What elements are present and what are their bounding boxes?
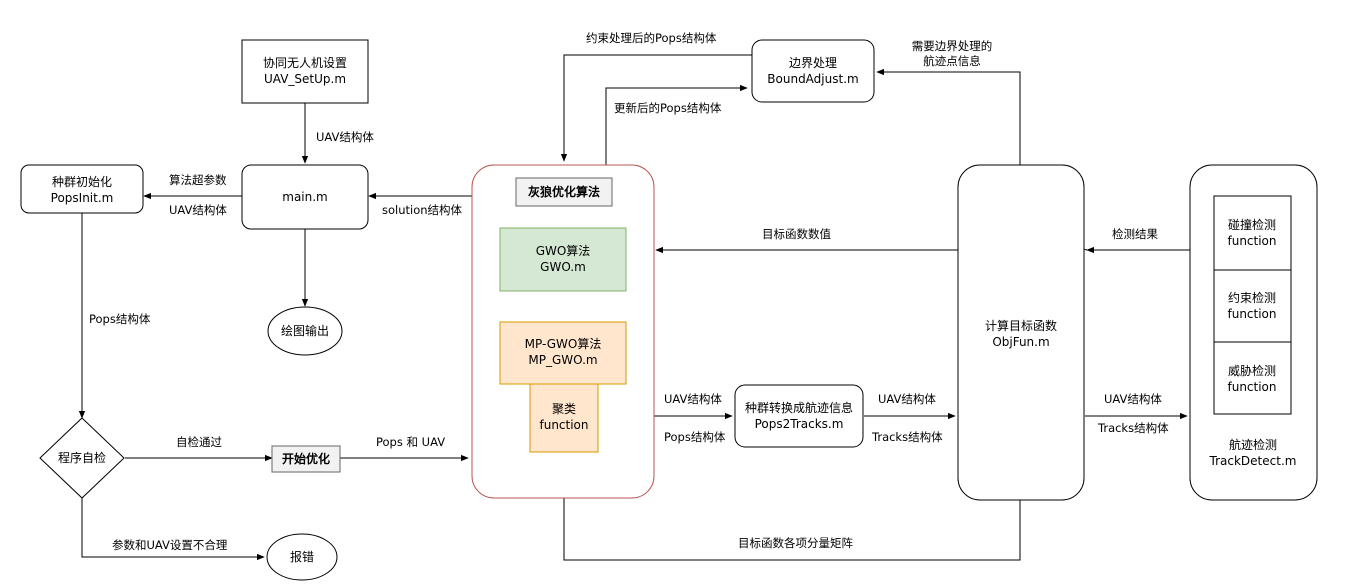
label-algo-hyperparams: 算法超参数 [169,173,227,187]
label-check-result: 检测结果 [1112,227,1158,241]
constraint-check-title: 约束检测 [1228,290,1276,305]
cluster-title: 聚类 [552,402,576,416]
label-uav-struct-main: UAV结构体 [169,203,227,217]
error-label: 报错 [290,549,314,564]
mp-gwo-title: MP-GWO算法 [525,336,602,351]
bound-adjust-title: 边界处理 [789,56,837,70]
node-gwo: GWO算法 GWO.m [499,227,627,292]
node-uav-setup: 协同无人机设置 UAV_SetUp.m [241,39,369,104]
label-uav-struct-p2t-in: UAV结构体 [664,392,722,406]
node-self-check: 程序自检 [39,417,125,499]
mp-gwo-file: MP_GWO.m [528,353,597,367]
gwo-panel-title: 灰狼优化算法 [528,184,600,199]
node-collision-check: 碰撞检测 function [1213,195,1292,271]
track-detect-file: TrackDetect.m [1209,454,1297,468]
node-cluster: 聚类 function [529,383,599,453]
label-need-bound-1: 需要边界处理的 [912,39,993,53]
label-pops-struct: Pops结构体 [89,312,151,326]
node-plot-output: 绘图输出 [267,306,343,356]
node-start-optimization: 开始优化 [271,445,341,473]
node-pops-init: 种群初始化 PopsInit.m [20,164,144,214]
label-updated-pops: 更新后的Pops结构体 [614,101,722,115]
bound-adjust-file: BoundAdjust.m [767,72,858,86]
label-obj-components: 目标函数各项分量矩阵 [738,536,853,550]
label-need-bound-2: 航迹点信息 [923,54,981,68]
node-main: main.m [241,164,369,230]
label-uav-struct-td: UAV结构体 [1104,392,1162,406]
label-param-invalid: 参数和UAV设置不合理 [112,538,228,552]
main-file: main.m [282,190,328,204]
label-pops-and-uav: Pops 和 UAV [376,435,445,449]
gwo-title: GWO算法 [536,243,591,258]
node-objfun: 计算目标函数 ObjFun.m [957,164,1085,501]
node-bound-adjust: 边界处理 BoundAdjust.m [751,39,875,103]
label-pops-struct-p2t-in: Pops结构体 [664,430,726,444]
track-detect-title: 航迹检测 [1229,437,1277,452]
node-error: 报错 [266,533,338,581]
self-check-label: 程序自检 [58,450,106,465]
plot-output-label: 绘图输出 [281,323,329,338]
label-constrained-pops: 约束处理后的Pops结构体 [586,31,717,45]
objfun-file: ObjFun.m [992,335,1049,349]
node-mp-gwo: MP-GWO算法 MP_GWO.m [499,321,627,385]
start-optimization-label: 开始优化 [282,451,330,466]
cluster-file: function [539,418,588,432]
collision-check-title: 碰撞检测 [1228,217,1276,232]
gwo-file: GWO.m [540,260,586,274]
label-tracks-struct-td: Tracks结构体 [1097,421,1169,435]
label-obj-value: 目标函数数值 [762,227,831,241]
pops-init-file: PopsInit.m [51,191,114,205]
label-uav-struct-setup: UAV结构体 [316,130,374,144]
threat-check-title: 威胁检测 [1228,363,1276,378]
edge-labels: UAV结构体 算法超参数 UAV结构体 solution结构体 Pops结构体 … [89,31,1169,552]
edge-objfun-bound [876,68,1021,165]
node-constraint-check: 约束检测 function [1213,269,1292,343]
label-solution-struct: solution结构体 [382,203,463,217]
node-pops2tracks: 种群转换成航迹信息 Pops2Tracks.m [734,384,864,448]
edge-gwo-bound [605,84,748,165]
collision-check-file: function [1227,234,1276,248]
uav-setup-title: 协同无人机设置 [263,55,347,70]
objfun-title: 计算目标函数 [985,318,1057,333]
constraint-check-file: function [1227,307,1276,321]
uav-setup-file: UAV_SetUp.m [264,72,346,86]
pops2tracks-title: 种群转换成航迹信息 [745,400,853,415]
label-uav-struct-p2t-out: UAV结构体 [878,392,936,406]
node-threat-check: 威胁检测 function [1213,341,1292,415]
label-selfcheck-pass: 自检通过 [176,435,222,449]
edge-bound-gwo [560,54,752,162]
pops-init-title: 种群初始化 [52,175,112,189]
threat-check-file: function [1227,380,1276,394]
pops2tracks-file: Pops2Tracks.m [755,417,844,431]
edge-selfcheck-error [81,498,265,561]
label-tracks-struct-p2t-out: Tracks结构体 [871,430,943,444]
edge-objfun-cluster [560,451,1021,561]
